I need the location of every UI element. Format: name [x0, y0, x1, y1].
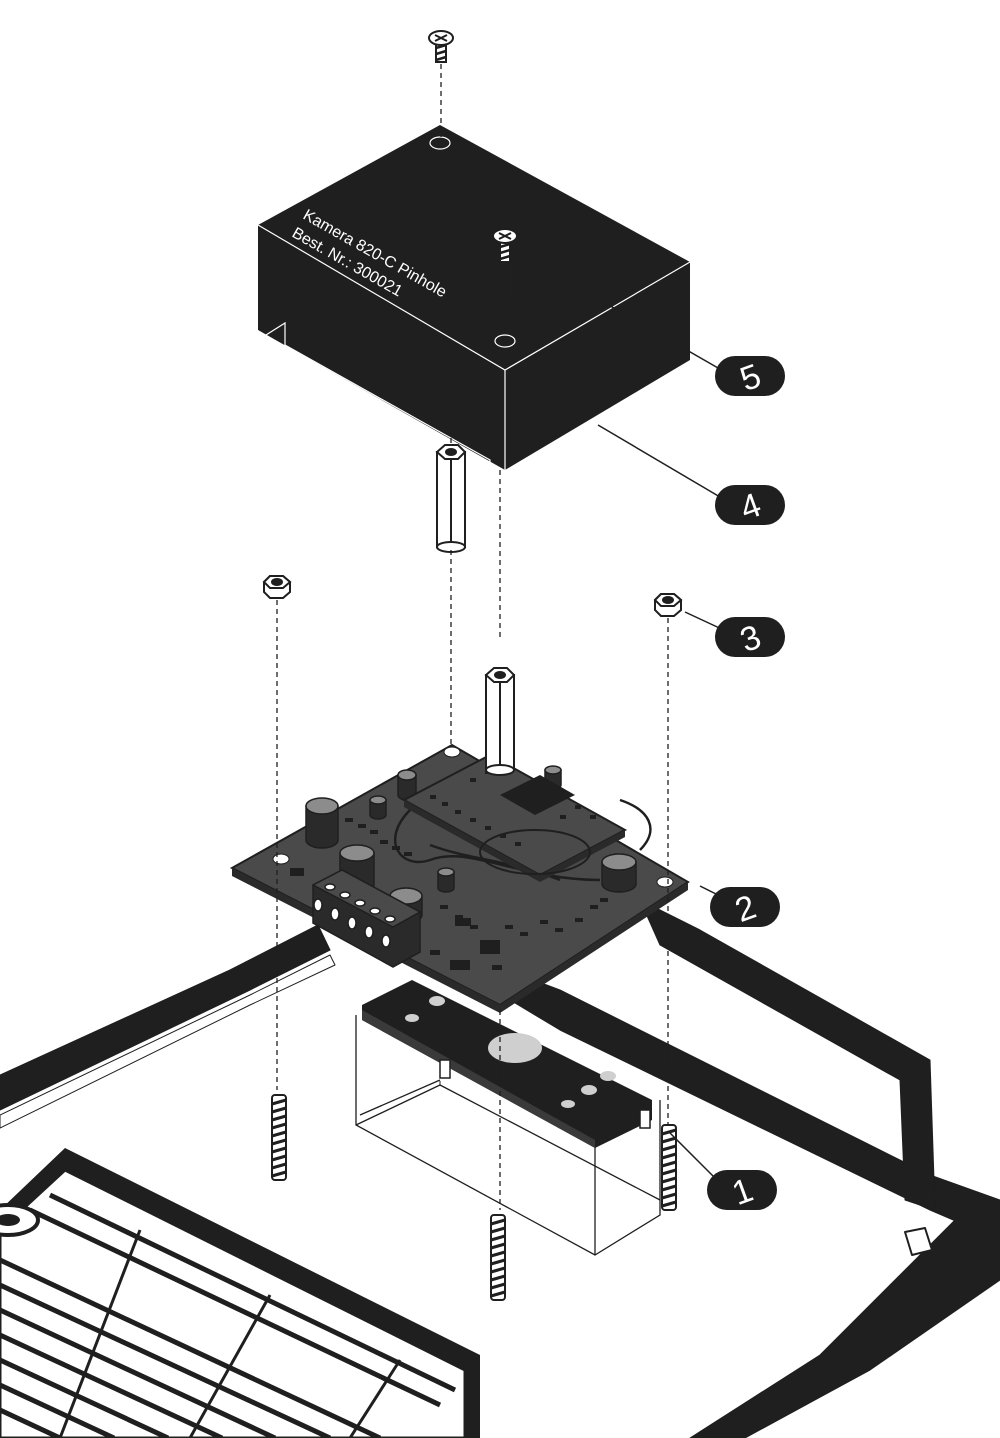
callout-badge-3: 3: [715, 617, 785, 660]
hex-nuts: [262, 575, 683, 617]
hex-nut-left: [262, 575, 292, 599]
threaded-stud-right: [661, 1124, 677, 1211]
callout-leaders: [512, 249, 729, 1179]
lens-board-part: [355, 980, 661, 1256]
callout-badge-4: 4: [715, 485, 785, 528]
threaded-studs: [271, 1094, 677, 1301]
smd-components: [290, 818, 608, 970]
housing-cover-part: Kamera 820-C Pinhole Best. Nr.: 300021: [257, 125, 691, 470]
hex-standoff-lower: [484, 667, 516, 776]
hex-standoffs: [435, 444, 516, 776]
terminal-block: [311, 869, 422, 968]
screw-top: [428, 30, 454, 63]
hex-standoff-upper: [435, 444, 467, 553]
assembly-guide-lines: [276, 64, 669, 1210]
callout-badge-2: 2: [710, 887, 780, 930]
frame-rail: [0, 899, 1000, 1438]
callout-badge-5: 5: [715, 356, 785, 399]
threaded-stud-left: [271, 1094, 287, 1181]
threaded-stud-middle: [490, 1214, 506, 1301]
hex-nut-right: [653, 593, 683, 617]
capacitors: [305, 765, 637, 924]
daughter-board: [401, 753, 628, 882]
callout-badge-1: 1: [707, 1170, 777, 1213]
screws: [428, 30, 518, 263]
screw-on-cover: [492, 228, 518, 263]
base-tray: [0, 1148, 480, 1438]
circuit-board-part: [229, 743, 690, 1013]
